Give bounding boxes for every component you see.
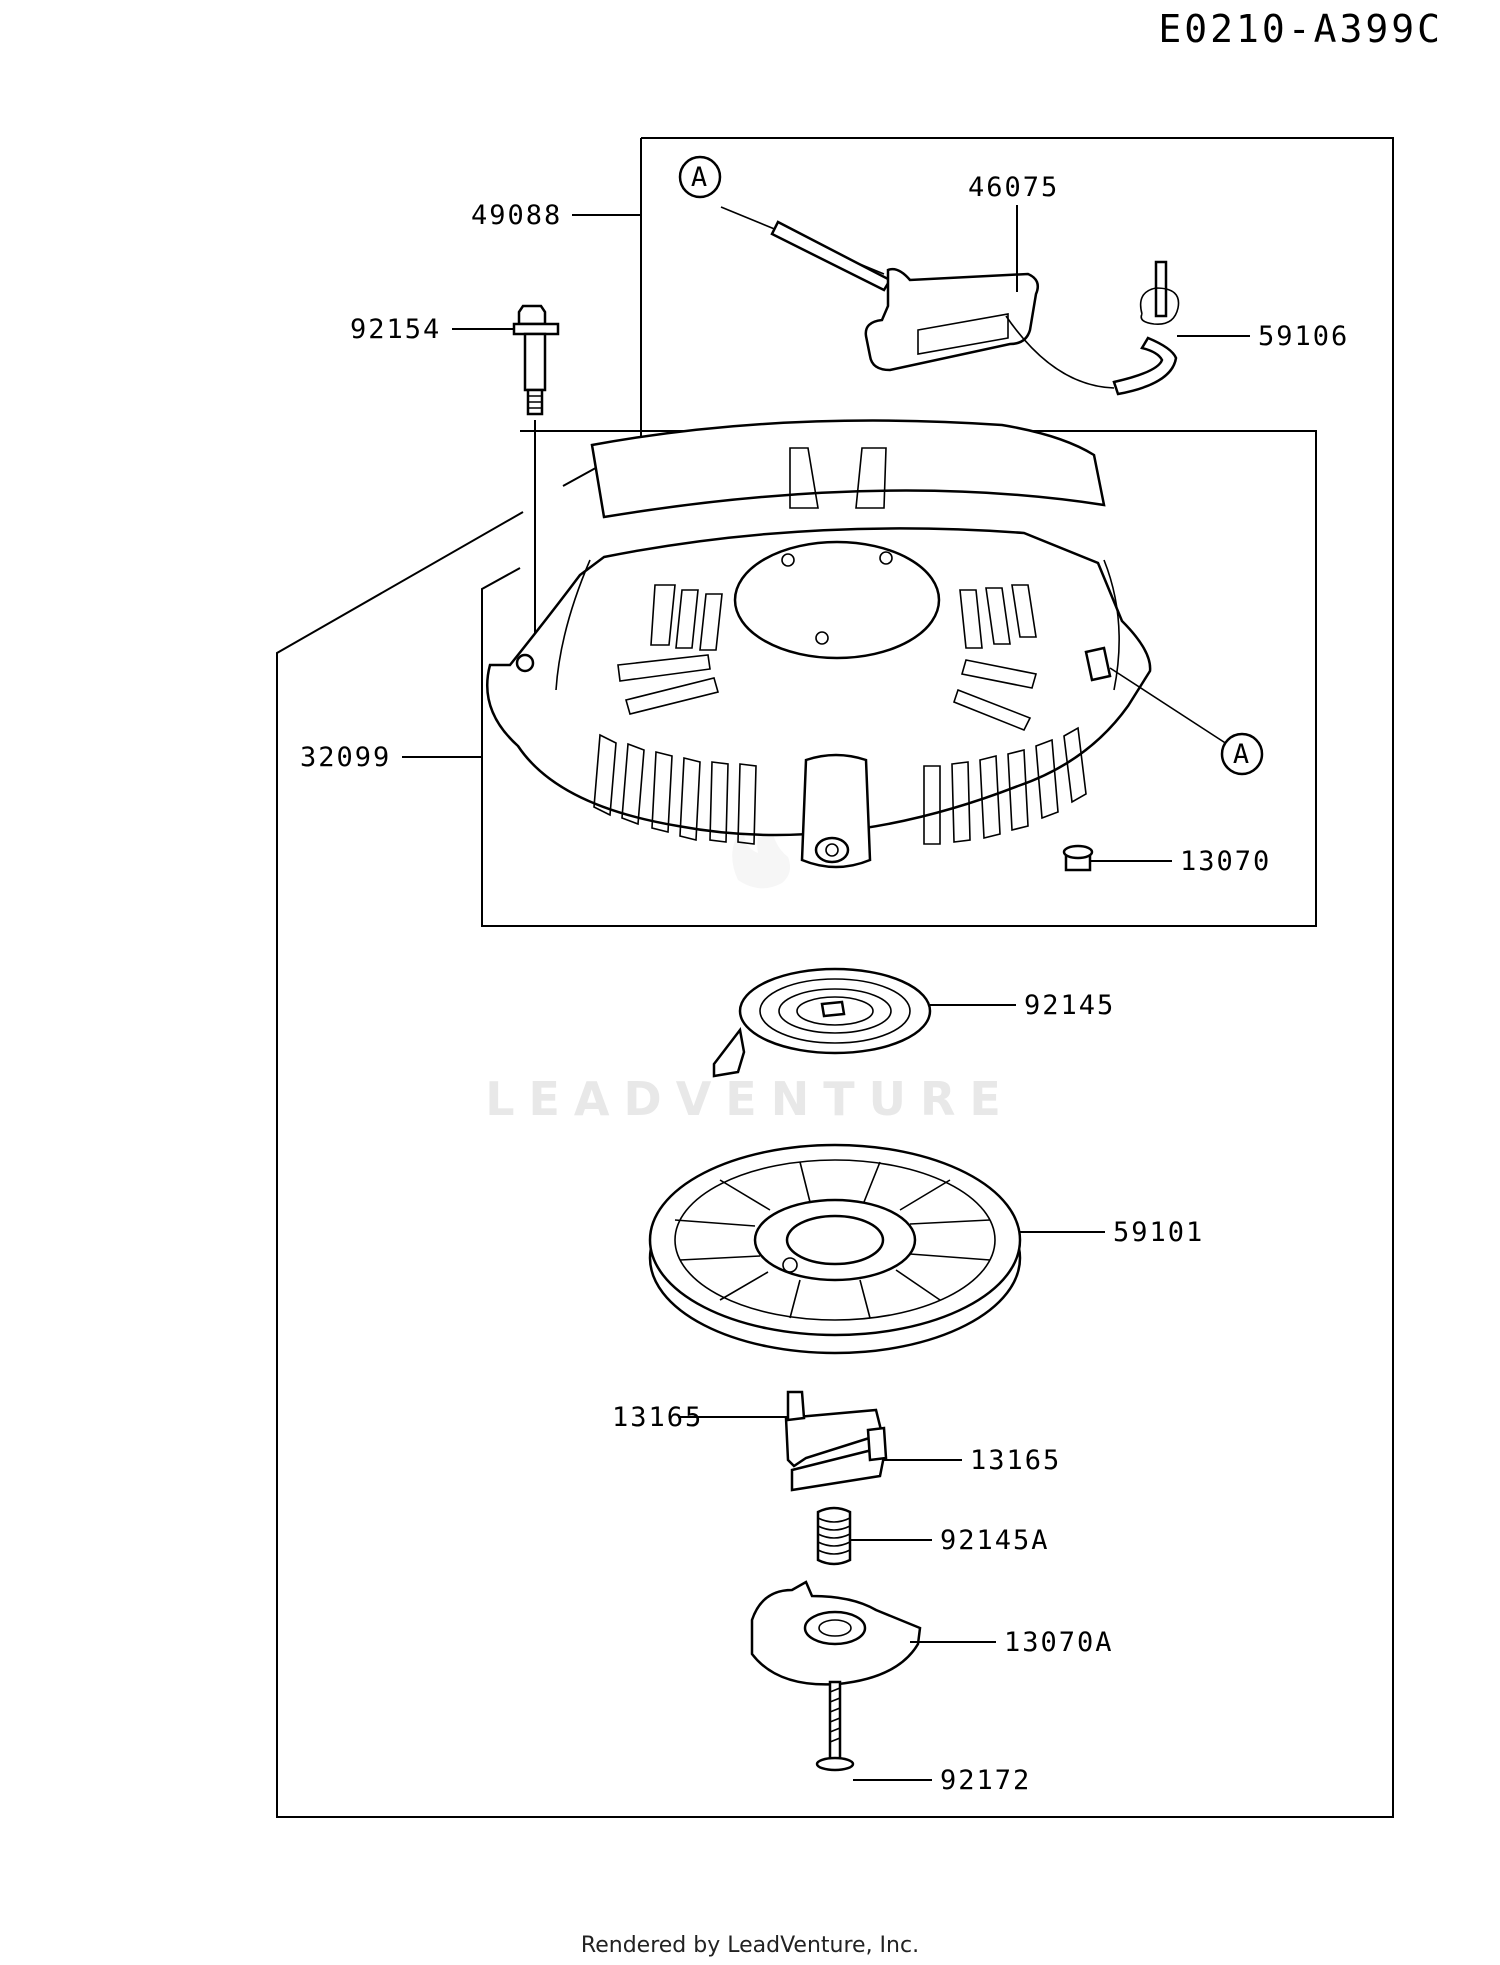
watermark-text: LEADVENTURE bbox=[485, 1072, 1015, 1126]
reel-59101 bbox=[648, 1143, 1022, 1355]
part-label-13070: 13070 bbox=[1180, 846, 1271, 877]
leader-lines bbox=[402, 205, 1250, 1781]
rope-knot-59106 bbox=[1112, 260, 1180, 396]
part-label-46075: 46075 bbox=[968, 172, 1059, 203]
outer-frame-break bbox=[562, 138, 642, 487]
part-label-49088: 49088 bbox=[471, 200, 562, 231]
part-label-13070A: 13070A bbox=[1004, 1627, 1114, 1658]
part-label-92145A: 92145A bbox=[940, 1525, 1050, 1556]
bolt-92154 bbox=[512, 304, 560, 660]
recoil-spring-92145 bbox=[712, 967, 932, 1078]
callout-a-top: A bbox=[678, 155, 722, 199]
part-label-92172: 92172 bbox=[940, 1765, 1031, 1796]
part-label-13165-upper: 13165 bbox=[612, 1402, 703, 1433]
footer-credit: Rendered by LeadVenture, Inc. bbox=[581, 1933, 919, 1958]
outer-frame bbox=[276, 137, 1394, 1818]
spring-92145A bbox=[816, 1506, 852, 1566]
watermark-logo bbox=[732, 817, 790, 889]
svg-text:A: A bbox=[1233, 739, 1251, 770]
starter-cover-32099 bbox=[486, 419, 1231, 869]
inner-frame bbox=[481, 430, 1317, 927]
diagram-id: E0210-A399C bbox=[1158, 7, 1443, 51]
part-label-59106: 59106 bbox=[1258, 321, 1349, 352]
callout-a-right: A bbox=[1220, 732, 1264, 776]
ratchet-13165-upper bbox=[784, 1390, 884, 1468]
plug-13070 bbox=[1062, 844, 1094, 872]
guide-13070A bbox=[750, 1580, 922, 1686]
screw-92172 bbox=[815, 1680, 855, 1772]
part-label-32099: 32099 bbox=[300, 742, 391, 773]
part-label-13165-lower: 13165 bbox=[970, 1445, 1061, 1476]
part-label-92154: 92154 bbox=[350, 314, 441, 345]
ratchet-13165-lower bbox=[790, 1426, 888, 1492]
part-label-92145: 92145 bbox=[1024, 990, 1115, 1021]
part-label-59101: 59101 bbox=[1113, 1217, 1204, 1248]
svg-text:A: A bbox=[691, 162, 709, 193]
starter-handle-46075 bbox=[720, 206, 1115, 389]
